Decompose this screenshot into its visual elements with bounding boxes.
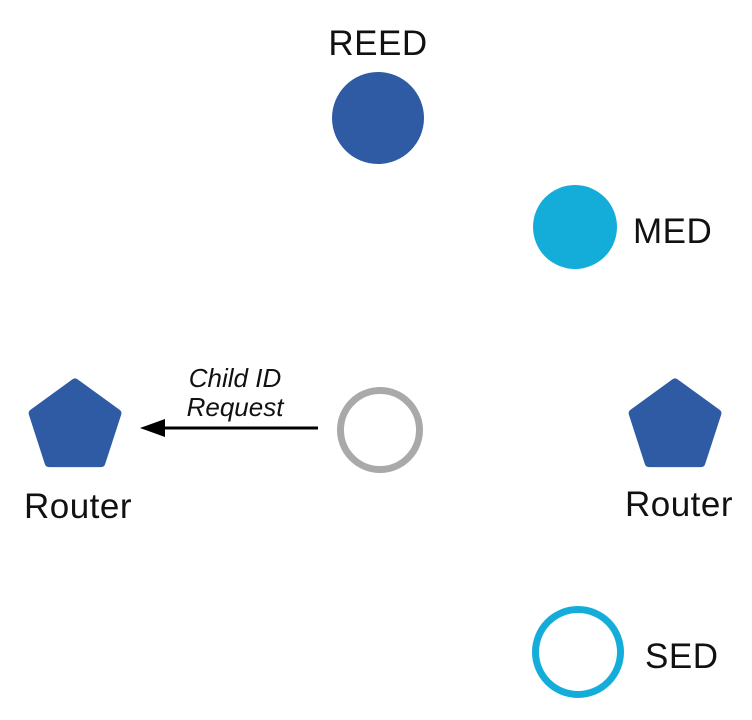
med-node-circle: [533, 185, 617, 269]
reed-node-label: REED: [328, 24, 428, 63]
med-node-label: MED: [633, 212, 713, 251]
router-left-node-label: Router: [23, 487, 133, 526]
child-id-request-arrowhead-icon: [140, 419, 165, 437]
router-left-pentagon: [28, 378, 122, 468]
joining-device-circle: [337, 387, 423, 473]
router-right-node-label: Router: [624, 485, 734, 524]
router-right-pentagon: [628, 378, 722, 468]
sed-node-circle: [532, 606, 624, 698]
sed-node-label: SED: [645, 637, 719, 676]
child-id-request-label: Child ID Request: [186, 363, 284, 422]
reed-node-circle: [332, 72, 424, 164]
